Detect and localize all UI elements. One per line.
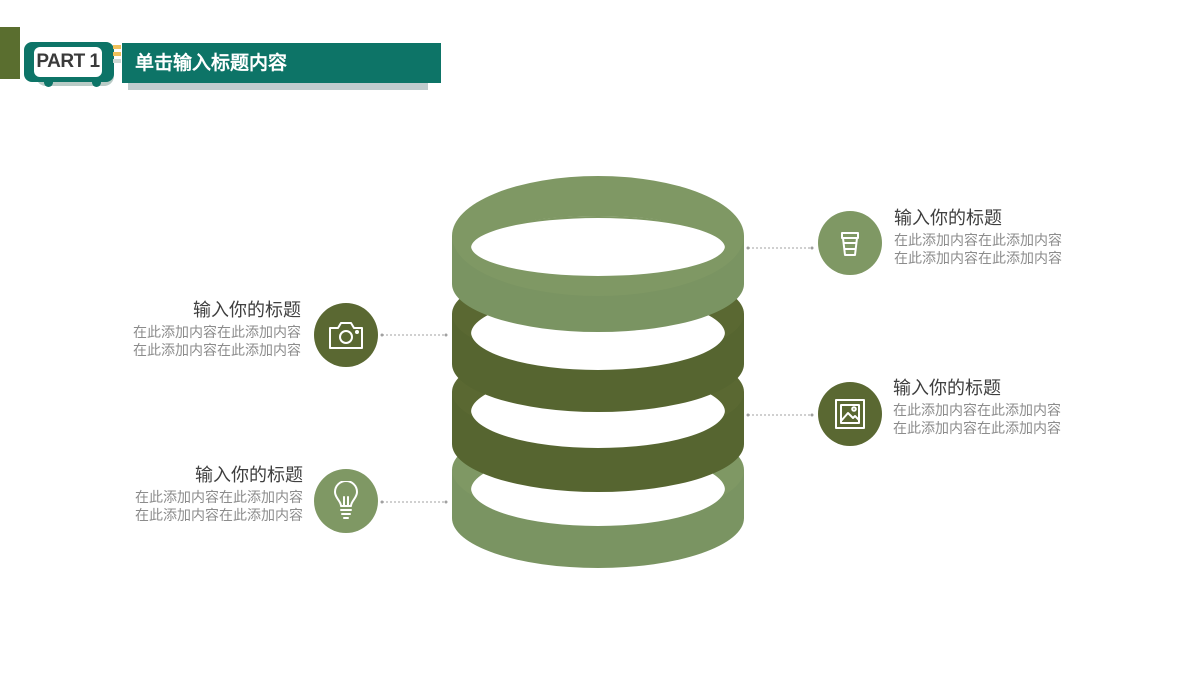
lightbulb-icon-circle <box>314 469 378 533</box>
item-4-text-line-1[interactable]: 在此添加内容在此添加内容 <box>135 490 303 506</box>
title-bar <box>122 43 441 83</box>
cup-icon <box>841 232 859 256</box>
badge-decoration <box>113 52 121 56</box>
cup-icon-circle <box>818 211 882 275</box>
camera-icon-circle <box>314 303 378 367</box>
item-3-text-line-2[interactable]: 在此添加内容在此添加内容 <box>893 421 1061 437</box>
title-bar-shadow <box>128 82 428 90</box>
item-2-text-line-2[interactable]: 在此添加内容在此添加内容 <box>133 343 301 359</box>
item-4-text-line-2[interactable]: 在此添加内容在此添加内容 <box>135 508 303 524</box>
ring-1 <box>452 176 744 332</box>
item-1-title[interactable]: 输入你的标题 <box>894 208 1002 229</box>
badge-wheel-left <box>44 78 53 87</box>
badge-decoration <box>113 45 121 49</box>
part-label: PART 1 <box>34 47 102 77</box>
item-2-text-line-1[interactable]: 在此添加内容在此添加内容 <box>133 325 301 341</box>
item-3-title[interactable]: 输入你的标题 <box>893 378 1001 399</box>
lightbulb-icon <box>334 481 358 519</box>
badge-decoration <box>113 59 121 63</box>
item-1-text-line-2[interactable]: 在此添加内容在此添加内容 <box>894 251 1062 267</box>
picture-icon-circle <box>818 382 882 446</box>
camera-icon <box>329 322 363 349</box>
badge-wheel-right <box>92 78 101 87</box>
item-3-text-line-1[interactable]: 在此添加内容在此添加内容 <box>893 403 1061 419</box>
connector-lines <box>380 246 814 504</box>
page-title[interactable]: 单击输入标题内容 <box>135 52 288 74</box>
picture-icon <box>835 399 865 429</box>
side-accent-bar <box>0 27 20 79</box>
item-1-text-line-1[interactable]: 在此添加内容在此添加内容 <box>894 233 1062 249</box>
item-4-title[interactable]: 输入你的标题 <box>195 465 303 486</box>
item-2-title[interactable]: 输入你的标题 <box>193 300 301 321</box>
